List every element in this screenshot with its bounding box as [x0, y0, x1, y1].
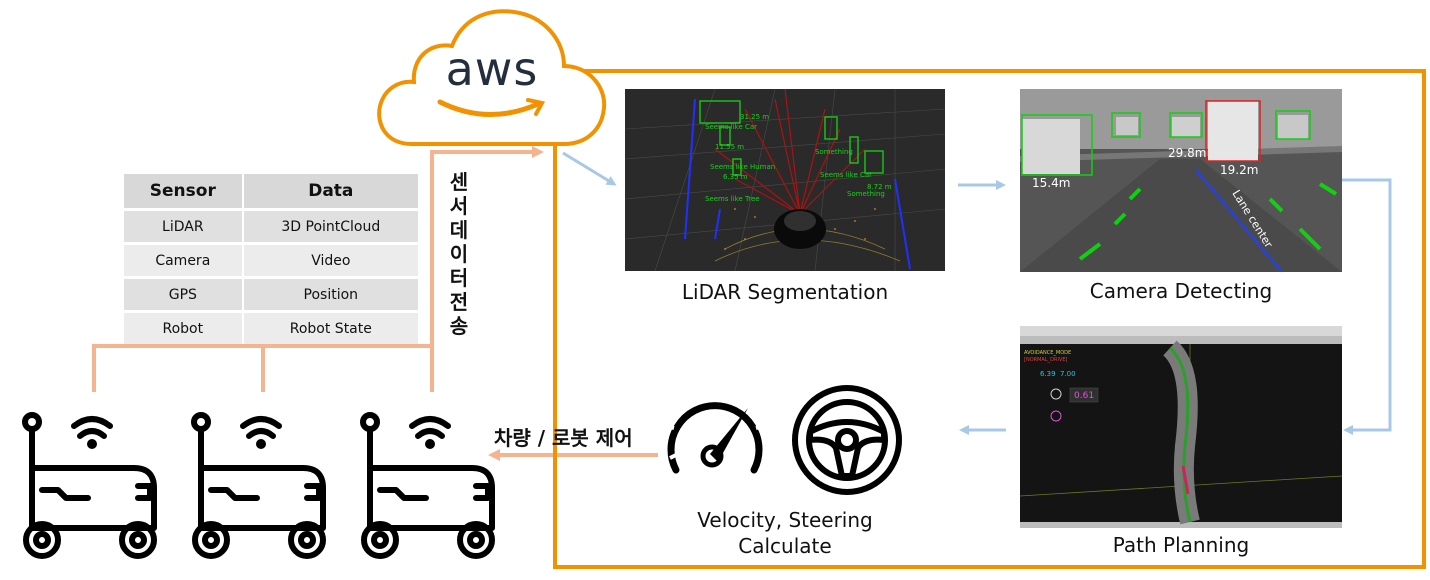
robot-uplink-lines	[92, 146, 544, 392]
distance-label: 15.4m	[1032, 176, 1070, 190]
table-row: Robot Robot State	[124, 313, 418, 344]
mode-label: AVOIDANCE_MODE	[1024, 350, 1071, 356]
lidar-label: Seems like Human	[710, 163, 775, 171]
control-caption-line2: Calculate	[738, 534, 832, 558]
table-cell: 3D PointCloud	[243, 211, 418, 242]
lidar-label: Something	[847, 190, 885, 198]
table-cell: GPS	[124, 279, 242, 310]
lidar-value: 8.72 m	[867, 183, 892, 191]
uplink-char: 이	[449, 242, 469, 266]
speedometer-icon	[665, 390, 765, 474]
table-cell: Video	[243, 245, 418, 276]
lidar-label: Seems like Car	[820, 171, 872, 179]
distance-label: 29.8m	[1168, 146, 1206, 160]
uplink-char: 데	[449, 218, 469, 242]
steering-value: 0.61	[1074, 391, 1094, 401]
submode-label: [NORMAL_DRIVE]	[1024, 357, 1067, 363]
table-row: Camera Video	[124, 245, 418, 276]
control-caption-line1: Velocity, Steering	[697, 508, 873, 532]
uplink-char: 서	[449, 194, 469, 218]
robot-icon	[360, 412, 495, 559]
lidar-caption: LiDAR Segmentation	[681, 280, 889, 304]
control-caption: Velocity, Steering Calculate	[660, 507, 910, 559]
lidar-label: Seems like Tree	[705, 195, 760, 203]
camera-caption: Camera Detecting	[1089, 279, 1273, 303]
table-row: GPS Position	[124, 279, 418, 310]
path-planning-graphic: AVOIDANCE_MODE [NORMAL_DRIVE] 6.39 7.00 …	[1020, 326, 1342, 528]
lidar-value: 11.55 m	[715, 143, 744, 151]
speed-target: 7.00	[1060, 370, 1076, 378]
table-header-sensor: Sensor	[124, 174, 242, 208]
cloud-icon	[377, 9, 607, 146]
lidar-label: Seems like Car	[705, 123, 757, 131]
pipeline-arrows	[562, 151, 1392, 435]
lidar-label: Something	[815, 148, 853, 156]
camera-road-graphic: 15.4m 29.8m 19.2m Lane center	[1020, 89, 1342, 272]
camera-screenshot: 15.4m 29.8m 19.2m Lane center	[1020, 89, 1342, 272]
uplink-char: 전	[449, 290, 469, 314]
uplink-label: 센 서 데 이 터 전 송	[444, 170, 474, 338]
table-header-data: Data	[243, 174, 418, 208]
aws-smile-icon	[437, 98, 546, 117]
speed-current: 6.39	[1040, 370, 1056, 378]
table-cell: Robot	[124, 313, 242, 344]
steering-wheel-icon	[792, 385, 902, 495]
path-caption: Path Planning	[1112, 533, 1250, 557]
uplink-char: 송	[449, 314, 469, 338]
lidar-value: 31.25 m	[740, 113, 769, 121]
table-row: LiDAR 3D PointCloud	[124, 211, 418, 242]
processing-frame	[553, 69, 1426, 569]
robot-icon	[22, 412, 157, 559]
lidar-screenshot: Seems like Car 11.55 m Seems like Human …	[625, 89, 945, 271]
uplink-char: 터	[449, 266, 469, 290]
lidar-value: 6.35 m	[723, 173, 748, 181]
distance-label: 19.2m	[1220, 163, 1258, 177]
robot-icon	[191, 412, 326, 559]
uplink-char: 센	[449, 170, 469, 194]
aws-logo-text: aws	[445, 42, 539, 96]
table-cell: Camera	[124, 245, 242, 276]
aws-cloud: aws	[374, 4, 610, 154]
path-planning-screenshot: AVOIDANCE_MODE [NORMAL_DRIVE] 6.39 7.00 …	[1020, 326, 1342, 528]
table-cell: Robot State	[243, 313, 418, 344]
sensor-data-table: Sensor Data LiDAR 3D PointCloud Camera V…	[122, 171, 420, 347]
table-cell: LiDAR	[124, 211, 242, 242]
table-cell: Position	[243, 279, 418, 310]
control-label: 차량 / 로봇 제어	[494, 426, 633, 450]
lidar-pointcloud-graphic: Seems like Car 11.55 m Seems like Human …	[625, 89, 945, 271]
